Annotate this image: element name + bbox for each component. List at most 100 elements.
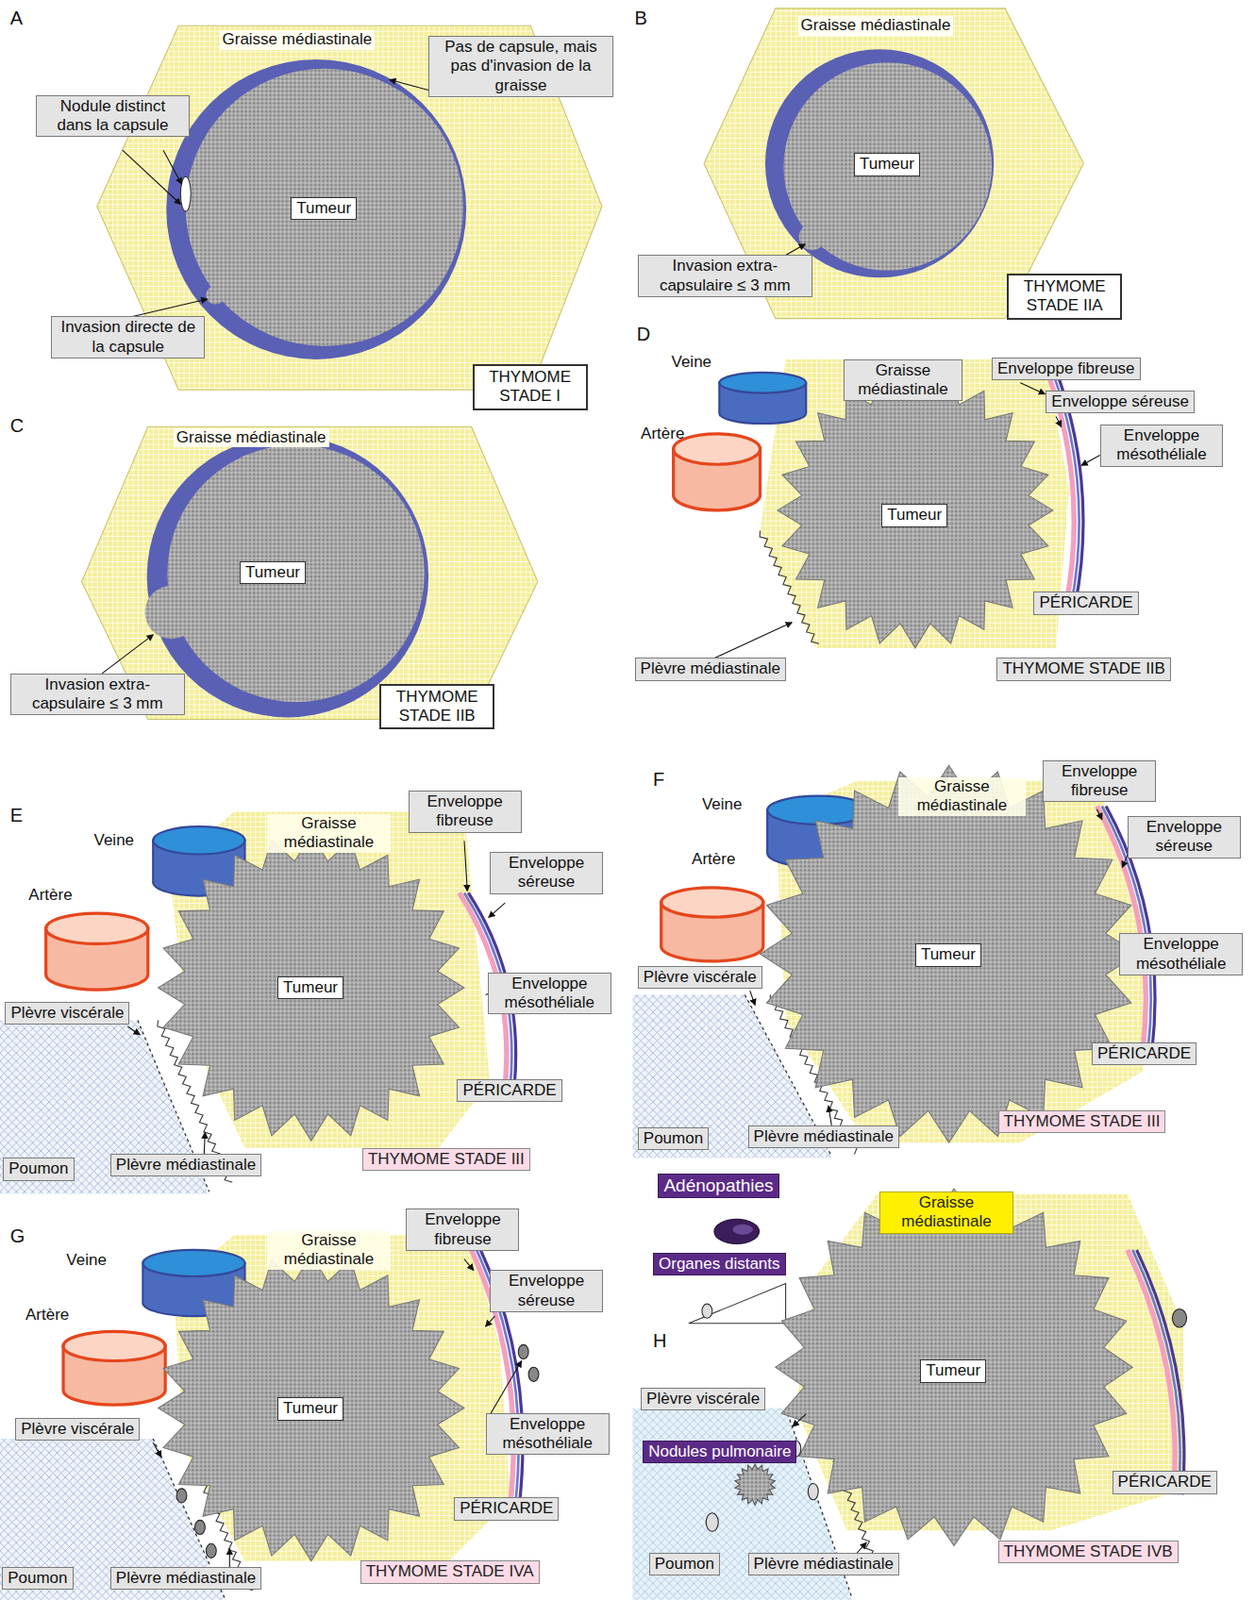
illustration-shape: [229, 1549, 231, 1568]
annotation: Graisse médiastinale: [798, 16, 954, 35]
illustration-shape: [1137, 1250, 1185, 1496]
illustration-shape: [101, 635, 153, 674]
label-text: Tumeur: [925, 1361, 981, 1381]
label-box: Tumeur: [290, 197, 357, 220]
label-text: Tumeur: [859, 154, 915, 174]
illustration-shape: [63, 1331, 166, 1406]
label-box: Invasion extra-capsulaire ≤ 3 mm: [10, 673, 185, 717]
illustration-shape: [464, 840, 468, 891]
illustration-shape: [719, 372, 806, 394]
label-box: Poumon: [649, 1553, 720, 1576]
label-box: Adénopathies: [657, 1173, 779, 1200]
label-box: THYMOME STADE IIB: [996, 657, 1172, 681]
illustration-shape: [464, 1259, 474, 1272]
label-text: Tumeur: [296, 199, 352, 218]
illustration-shape: [205, 285, 224, 304]
label-box: Tumeur: [881, 503, 948, 527]
label-text: Plèvre viscérale: [20, 1420, 134, 1440]
label-text: Tumeur: [886, 505, 942, 525]
label-box: Plèvre viscérale: [4, 1002, 130, 1025]
label-text: Plèvre viscérale: [643, 968, 757, 988]
stage-box: THYMOME STADE IIB: [379, 684, 495, 731]
illustration-shape: [163, 150, 182, 185]
illustration-shape: [46, 913, 149, 944]
illustration-shape: [158, 835, 465, 1141]
annotation: Veine: [66, 1251, 107, 1271]
label-text: Enveloppe fibreuse: [411, 1210, 514, 1250]
label-box: PÉRICARDE: [453, 1497, 559, 1521]
label-text: Enveloppe séreuse: [1133, 818, 1236, 857]
label-text: Invasion directe de la capsule: [56, 317, 200, 357]
annotation: Artère: [691, 850, 736, 870]
illustration-shape: [661, 887, 764, 962]
illustration-shape: [735, 1464, 776, 1506]
stage-box: THYMOME STADE IVA: [360, 1560, 540, 1584]
label-text: Tumeur: [920, 945, 976, 965]
label-text: Poumon: [643, 1129, 703, 1149]
label-box: Enveloppe mésothéliale: [1119, 933, 1243, 976]
label-box: Enveloppe séreuse: [1127, 816, 1241, 859]
illustration-shape: [1081, 455, 1100, 467]
label-box: Enveloppe fibreuse: [405, 1208, 519, 1252]
stage-box: THYMOME STADE I: [472, 364, 588, 411]
illustration-shape: [167, 445, 424, 703]
illustration-shape: [799, 223, 826, 251]
illustration-shape: [122, 150, 182, 204]
illustration-shape: [142, 1250, 245, 1277]
illustration-shape: [147, 435, 429, 718]
label-box: Graisse médiastinale: [879, 1191, 1014, 1235]
label-text: Tumeur: [283, 978, 338, 998]
label-text: Enveloppe mésothéliale: [1124, 935, 1238, 974]
illustration-shape: [688, 1284, 787, 1324]
illustration-shape: [101, 80, 1128, 1569]
label-text: PÉRICARDE: [462, 1081, 556, 1101]
label-text: Poumon: [8, 1159, 68, 1179]
annotation: Graisse médiastinale: [898, 777, 1027, 817]
panel-letter: G: [10, 1224, 26, 1248]
illustration-shape: [528, 1367, 539, 1382]
label-text: Plèvre viscérale: [10, 1004, 124, 1023]
label-box: Plèvre médiastinale: [635, 657, 787, 681]
label-text: THYMOME STADE III: [368, 1150, 525, 1170]
label-box: Invasion directe de la capsule: [50, 316, 205, 359]
illustration-shape: [1171, 1309, 1187, 1328]
label-text: Plèvre viscérale: [646, 1389, 760, 1409]
illustration-shape: [714, 622, 792, 659]
panel-letter: B: [635, 6, 648, 30]
annotation: Artère: [640, 424, 685, 444]
label-box: Tumeur: [239, 561, 306, 585]
illustration-shape: [750, 990, 755, 1005]
illustration-shape: [176, 1489, 187, 1504]
label-box: PÉRICARDE: [1091, 1042, 1197, 1066]
label-text: Graisse médiastinale: [885, 1193, 1008, 1233]
label-text: Nodule distinct dans la capsule: [41, 97, 185, 136]
label-box: Pas de capsule, mais pas d'invasion de l…: [428, 35, 614, 98]
illustration-shape: [145, 585, 199, 639]
illustration-shape: [775, 1188, 1133, 1546]
label-box: Plèvre médiastinale: [748, 1125, 900, 1149]
label-text: Enveloppe mésothéliale: [1105, 426, 1219, 466]
label-box: Organes distants: [652, 1253, 787, 1276]
panel-letter: H: [652, 1329, 667, 1353]
annotation: Graisse médiastinale: [219, 30, 376, 50]
label-box: Plèvre médiastinale: [110, 1154, 262, 1177]
label-box: Plèvre médiastinale: [748, 1553, 900, 1576]
illustration-shape: [714, 1219, 760, 1244]
panel-letter: D: [636, 322, 651, 346]
illustration-shape: [661, 887, 764, 918]
label-text: THYMOME STADE IVB: [1004, 1542, 1173, 1562]
illustration-shape: [783, 62, 992, 271]
label-text: PÉRICARDE: [1097, 1044, 1191, 1064]
label-box: Plèvre viscérale: [637, 966, 763, 989]
illustration-shape: [195, 1520, 206, 1535]
stage-box: THYMOME STADE III: [998, 1110, 1167, 1134]
label-box: Poumon: [1, 1567, 73, 1590]
label-text: Graisse médiastinale: [849, 361, 957, 401]
illustration-shape: [185, 68, 464, 347]
illustration-shape: [158, 1255, 465, 1561]
annotation: Graisse médiastinale: [173, 428, 330, 448]
label-text: Enveloppe séreuse: [1051, 392, 1189, 412]
label-box: Tumeur: [915, 943, 982, 967]
label-box: Nodules pulmonaire: [642, 1440, 797, 1464]
